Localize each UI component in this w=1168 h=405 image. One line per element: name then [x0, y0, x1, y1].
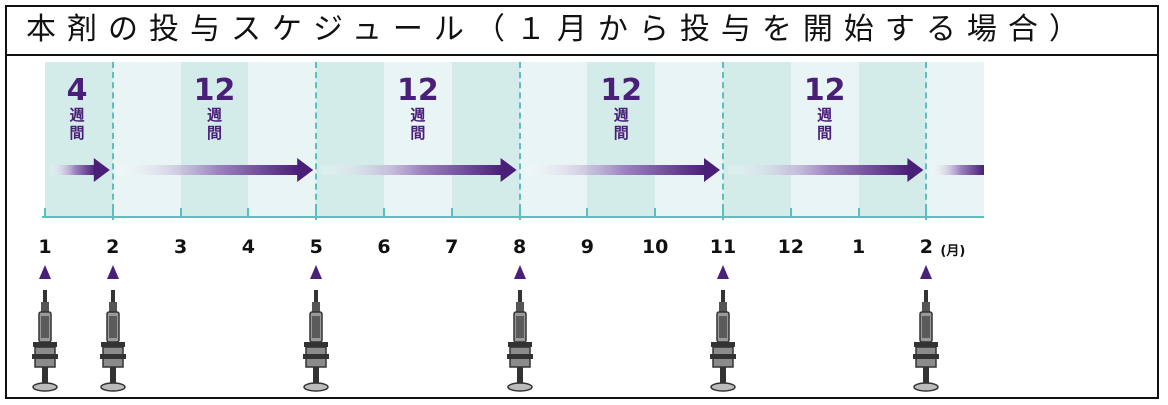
arrow-right-icon [50, 158, 110, 182]
syringe-icon [29, 288, 61, 394]
month-label: 9 [580, 236, 594, 258]
interval-divider [925, 62, 928, 220]
interval-weeks-unit: 週間 [69, 106, 85, 142]
background-band [45, 62, 114, 217]
arrow-right-icon [321, 158, 517, 182]
month-label: 8 [512, 236, 527, 258]
background-band [316, 62, 385, 217]
triangle-up-icon [513, 265, 526, 279]
background-band [926, 62, 984, 217]
background-band [519, 62, 589, 217]
background-band [723, 62, 792, 217]
month-label: 3 [173, 236, 188, 258]
interval-weeks-number: 12 [600, 73, 643, 108]
interval-weeks-number: 12 [193, 73, 236, 108]
month-label: 5 [309, 236, 323, 258]
background-band [655, 62, 724, 217]
interval-weeks-unit: 週間 [410, 106, 426, 142]
background-band [587, 62, 657, 217]
title-divider [7, 54, 1159, 56]
triangle-up-icon [717, 265, 729, 279]
background-band [790, 62, 860, 217]
arrow-continuation [931, 165, 984, 175]
axis-tick [315, 208, 318, 218]
interval-weeks-number: 4 [66, 73, 88, 108]
arrow-right-icon [117, 158, 314, 182]
month-label: 12 [777, 236, 805, 258]
month-label: 7 [445, 236, 459, 258]
diagram-title: 本剤の投与スケジュール（１月から投与を開始する場合） [26, 12, 1090, 47]
axis-tick [247, 208, 250, 218]
month-label: 11 [709, 236, 737, 258]
interval-divider [111, 62, 114, 220]
timeline-axis [42, 216, 984, 218]
background-band [112, 62, 182, 217]
axis-tick [722, 208, 724, 218]
month-label: 2 [919, 236, 933, 258]
axis-tick [925, 208, 928, 218]
month-label: 10 [641, 236, 669, 258]
background-band [451, 62, 521, 217]
syringe-icon [910, 288, 942, 394]
triangle-up-icon [106, 265, 119, 279]
axis-tick [789, 208, 792, 218]
interval-weeks-unit: 週間 [206, 106, 222, 142]
syringe-icon [97, 288, 129, 394]
arrow-right-icon [728, 158, 924, 182]
axis-tick [518, 208, 521, 218]
interval-divider [315, 62, 318, 220]
syringe-icon [504, 288, 536, 394]
month-unit-label: (月) [940, 244, 966, 259]
background-band [384, 62, 453, 217]
axis-tick [654, 208, 657, 218]
background-band [180, 62, 250, 217]
interval-weeks-unit: 週間 [817, 106, 833, 142]
month-label: 6 [377, 236, 391, 258]
axis-tick [450, 208, 453, 218]
axis-tick [44, 208, 46, 218]
interval-divider [518, 62, 521, 220]
axis-tick [586, 208, 589, 218]
background-band [858, 62, 928, 217]
syringe-icon [300, 288, 332, 394]
axis-tick [857, 208, 860, 218]
interval-divider [722, 62, 724, 220]
interval-weeks-number: 12 [803, 73, 846, 108]
axis-tick [179, 208, 182, 218]
arrow-right-icon [524, 158, 720, 182]
interval-weeks-number: 12 [397, 73, 439, 108]
triangle-up-icon [39, 265, 51, 279]
background-band [248, 62, 318, 217]
axis-tick [383, 208, 385, 218]
triangle-up-icon [920, 265, 933, 279]
triangle-up-icon [310, 265, 323, 279]
interval-weeks-unit: 週間 [613, 106, 629, 142]
month-label: 2 [106, 236, 120, 258]
month-label: 4 [241, 236, 255, 258]
month-label: 1 [38, 236, 52, 258]
axis-tick [111, 208, 114, 218]
month-label: 1 [851, 236, 866, 258]
syringe-icon [707, 288, 739, 394]
